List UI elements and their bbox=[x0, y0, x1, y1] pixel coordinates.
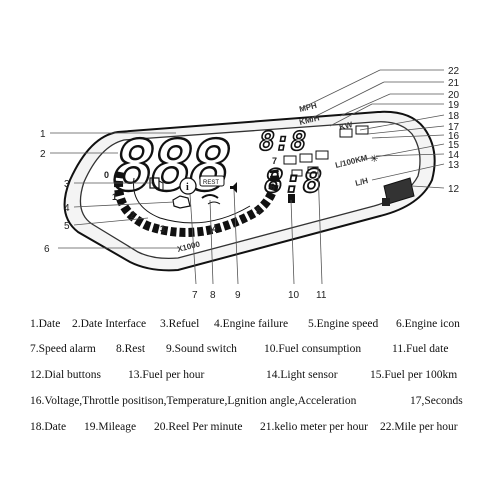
legend-item: 21.kelio meter per hour bbox=[260, 421, 368, 433]
legend-row-5: 18.Date 19.Mileage 20.Reel Per minute 21… bbox=[0, 421, 500, 437]
legend-item: 10.Fuel consumption bbox=[264, 343, 362, 355]
callout-1: 1 bbox=[40, 129, 46, 140]
hud-diagram: 888 MPH KM/H KW 8:8 8:8 L/100KM L/H ✳ 0 … bbox=[40, 66, 460, 301]
callout-lines bbox=[50, 69, 445, 285]
dial-num-3: 3 bbox=[160, 224, 165, 234]
speed-digits: 888 bbox=[103, 124, 238, 208]
legend-item: 20.Reel Per minute bbox=[154, 421, 243, 433]
unit-mph: MPH bbox=[298, 101, 318, 114]
legend-item: 8.Rest bbox=[116, 343, 146, 355]
callout-6: 6 bbox=[44, 244, 50, 255]
svg-text:i: i bbox=[186, 182, 189, 193]
callout-9: 9 bbox=[235, 290, 241, 301]
callout-3: 3 bbox=[64, 179, 70, 190]
dial-num-7: 7 bbox=[272, 156, 277, 166]
rest-indicator: REST bbox=[199, 175, 225, 187]
legend-item: 11.Fuel date bbox=[392, 343, 449, 355]
dial-inner-arc bbox=[133, 177, 251, 224]
legend-item: 22.Mile per hour bbox=[380, 421, 458, 433]
callout-7: 7 bbox=[192, 290, 198, 301]
legend-item: 19.Mileage bbox=[84, 421, 137, 433]
legend-row-1: 1.Date 2.Date Interface 3.Refuel 4.Engin… bbox=[0, 318, 500, 334]
legend: 1.Date 2.Date Interface 3.Refuel 4.Engin… bbox=[0, 312, 500, 500]
callout-14: 14 bbox=[448, 150, 460, 161]
legend-item: 12.Dial buttons bbox=[30, 369, 101, 381]
callout-17: 17 bbox=[448, 122, 460, 133]
legend-item: 5.Engine speed bbox=[308, 318, 379, 330]
rest-cup-icon bbox=[201, 194, 221, 205]
callout-18: 18 bbox=[448, 111, 460, 122]
sound-switch-icon bbox=[230, 182, 237, 193]
rest-label: REST bbox=[203, 180, 219, 186]
engine-failure-icon bbox=[172, 195, 191, 209]
callout-15: 15 bbox=[448, 140, 460, 151]
dial-num-6: 6 bbox=[270, 182, 275, 192]
legend-item: 6.Engine icon bbox=[396, 318, 460, 330]
legend-item: 1.Date bbox=[30, 318, 61, 330]
legend-item: 14.Light sensor bbox=[266, 369, 338, 381]
callout-13: 13 bbox=[448, 160, 460, 171]
dial-num-0: 0 bbox=[104, 170, 109, 180]
callout-20: 20 bbox=[448, 90, 460, 101]
light-sensor-icon: ✳ bbox=[370, 154, 378, 165]
callout-2: 2 bbox=[40, 149, 46, 160]
legend-item: 4.Engine failure bbox=[214, 318, 289, 330]
dial-num-5: 5 bbox=[256, 206, 261, 216]
callout-12: 12 bbox=[448, 184, 460, 195]
callout-5: 5 bbox=[64, 221, 70, 232]
legend-item: 18.Date bbox=[30, 421, 67, 433]
legend-item: 2.Date Interface bbox=[72, 318, 147, 330]
small-digits: 8:8 bbox=[256, 127, 308, 157]
legend-item: 16.Voltage,Throttle positison,Temperatur… bbox=[30, 395, 357, 407]
callout-11: 11 bbox=[316, 290, 327, 301]
unit-lh: L/H bbox=[354, 176, 369, 188]
speed-digits-text: 888 bbox=[104, 125, 236, 207]
legend-item: 7.Speed alarm bbox=[30, 343, 96, 355]
fuel-consumption-icon bbox=[288, 194, 295, 203]
callout-16: 16 bbox=[448, 131, 460, 142]
engine-speed-dial bbox=[114, 169, 280, 237]
legend-item: 9.Sound switch bbox=[166, 343, 237, 355]
device-screen bbox=[79, 121, 421, 260]
speed-alarm-icon: i bbox=[179, 177, 197, 195]
legend-row-2: 7.Speed alarm 8.Rest 9.Sound switch 10.F… bbox=[0, 343, 500, 359]
legend-row-3: 12.Dial buttons 13.Fuel per hour 14.Ligh… bbox=[0, 369, 500, 385]
dial-num-2: 2 bbox=[130, 210, 135, 220]
legend-item: 3.Refuel bbox=[160, 318, 200, 330]
dial-num-4: 4 bbox=[212, 224, 217, 234]
callout-4: 4 bbox=[64, 203, 70, 214]
callout-10: 10 bbox=[288, 290, 300, 301]
dial-arc bbox=[114, 169, 280, 237]
legend-item: 17,Seconds bbox=[410, 395, 463, 407]
callout-19: 19 bbox=[448, 100, 460, 111]
callout-22: 22 bbox=[448, 66, 460, 77]
callout-21: 21 bbox=[448, 78, 460, 89]
dial-num-1: 1 bbox=[112, 192, 117, 202]
callout-8: 8 bbox=[210, 290, 216, 301]
legend-row-4: 16.Voltage,Throttle positison,Temperatur… bbox=[0, 395, 500, 411]
legend-item: 13.Fuel per hour bbox=[128, 369, 205, 381]
dial-button-tab[interactable] bbox=[382, 198, 390, 206]
legend-item: 15.Fuel per 100km bbox=[370, 369, 458, 381]
